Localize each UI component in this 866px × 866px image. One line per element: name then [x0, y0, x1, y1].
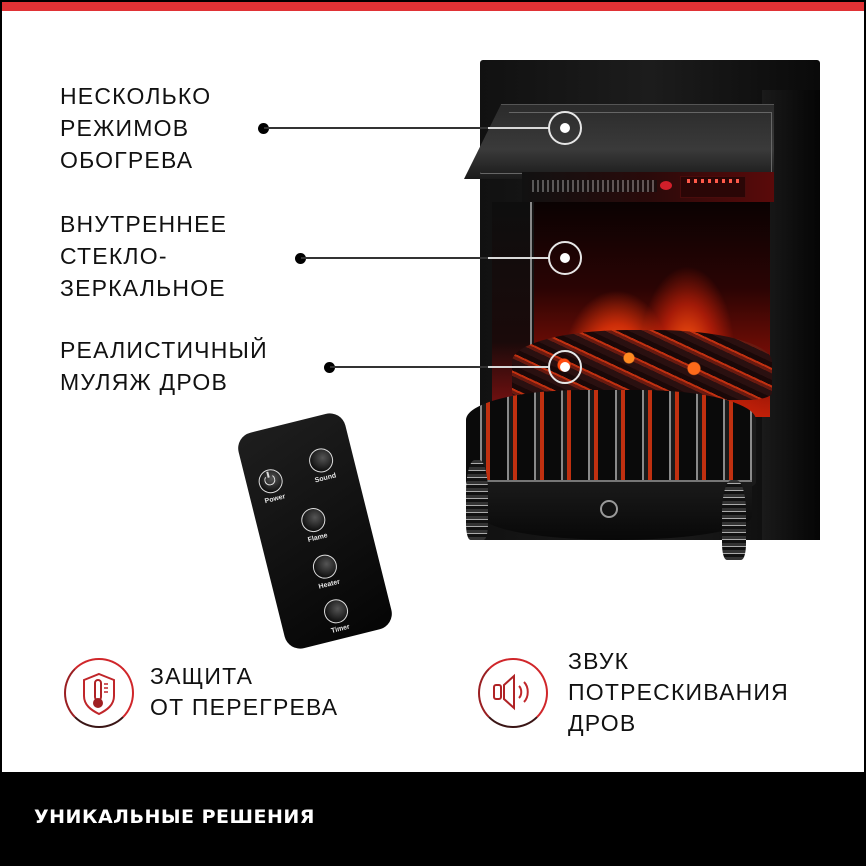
- feature-overheat-protection: ЗАЩИТА ОТ ПЕРЕГРЕВА: [150, 663, 339, 720]
- callout-line: [488, 366, 550, 368]
- crackle-sound-badge: [478, 658, 548, 728]
- callout-dot: [295, 253, 306, 264]
- remote-control: Power Sound Flame Heater Timer: [234, 409, 396, 653]
- hotspot-marker: [548, 111, 582, 145]
- indicator-leds: [687, 179, 739, 183]
- remote-timer-button: [321, 596, 351, 626]
- remote-label-power: Power: [264, 493, 287, 506]
- ir-receiver: [660, 181, 672, 190]
- callout-line: [488, 127, 550, 129]
- callout-line: [488, 257, 550, 259]
- heater-hood-panel: [480, 112, 772, 174]
- remote-label-timer: Timer: [330, 623, 351, 635]
- remote-sound-button: [306, 445, 336, 475]
- heater-hood: [464, 104, 774, 179]
- remote-flame-button: [298, 505, 328, 535]
- remote-power-button: [256, 466, 286, 496]
- callout-dot: [258, 123, 269, 134]
- left-leg: [466, 460, 488, 540]
- speaker-icon: [493, 673, 529, 711]
- content-panel: НЕСКОЛЬКО РЕЖИМОВ ОБОГРЕВА ВНУТРЕННЕЕ СТ…: [2, 2, 864, 772]
- callout-line: [264, 127, 490, 129]
- footer-title: УНИКАЛЬНЫЕ РЕШЕНИЯ: [34, 806, 315, 828]
- feature-crackle-sound: ЗВУК ПОТРЕСКИВАНИЯ ДРОВ: [568, 648, 789, 736]
- fire-grate: [466, 390, 756, 490]
- callout-label-log-set: РЕАЛИСТИЧНЫЙ МУЛЯЖ ДРОВ: [60, 337, 268, 395]
- top-accent-bar: [2, 2, 864, 11]
- remote-label-heater: Heater: [317, 578, 341, 591]
- callout-line: [301, 257, 489, 259]
- hotspot-marker: [548, 350, 582, 384]
- remote-label-sound: Sound: [314, 472, 337, 485]
- callout-label-inner-glass: ВНУТРЕННЕЕ СТЕКЛО- ЗЕРКАЛЬНОЕ: [60, 211, 228, 301]
- callout-label-heating-modes: НЕСКОЛЬКО РЕЖИМОВ ОБОГРЕВА: [60, 83, 212, 173]
- ring-handle: [600, 500, 618, 518]
- power-icon: [263, 473, 277, 487]
- thermometer-shield-icon: [83, 672, 115, 716]
- callout-dot: [324, 362, 335, 373]
- right-leg: [722, 480, 746, 560]
- hotspot-marker: [548, 241, 582, 275]
- remote-label-flame: Flame: [307, 532, 329, 544]
- fireplace-image: [462, 60, 822, 570]
- overheat-protection-badge: [64, 658, 134, 728]
- heater-vent: [532, 180, 657, 192]
- callout-line: [330, 366, 489, 368]
- remote-heater-button: [310, 552, 340, 582]
